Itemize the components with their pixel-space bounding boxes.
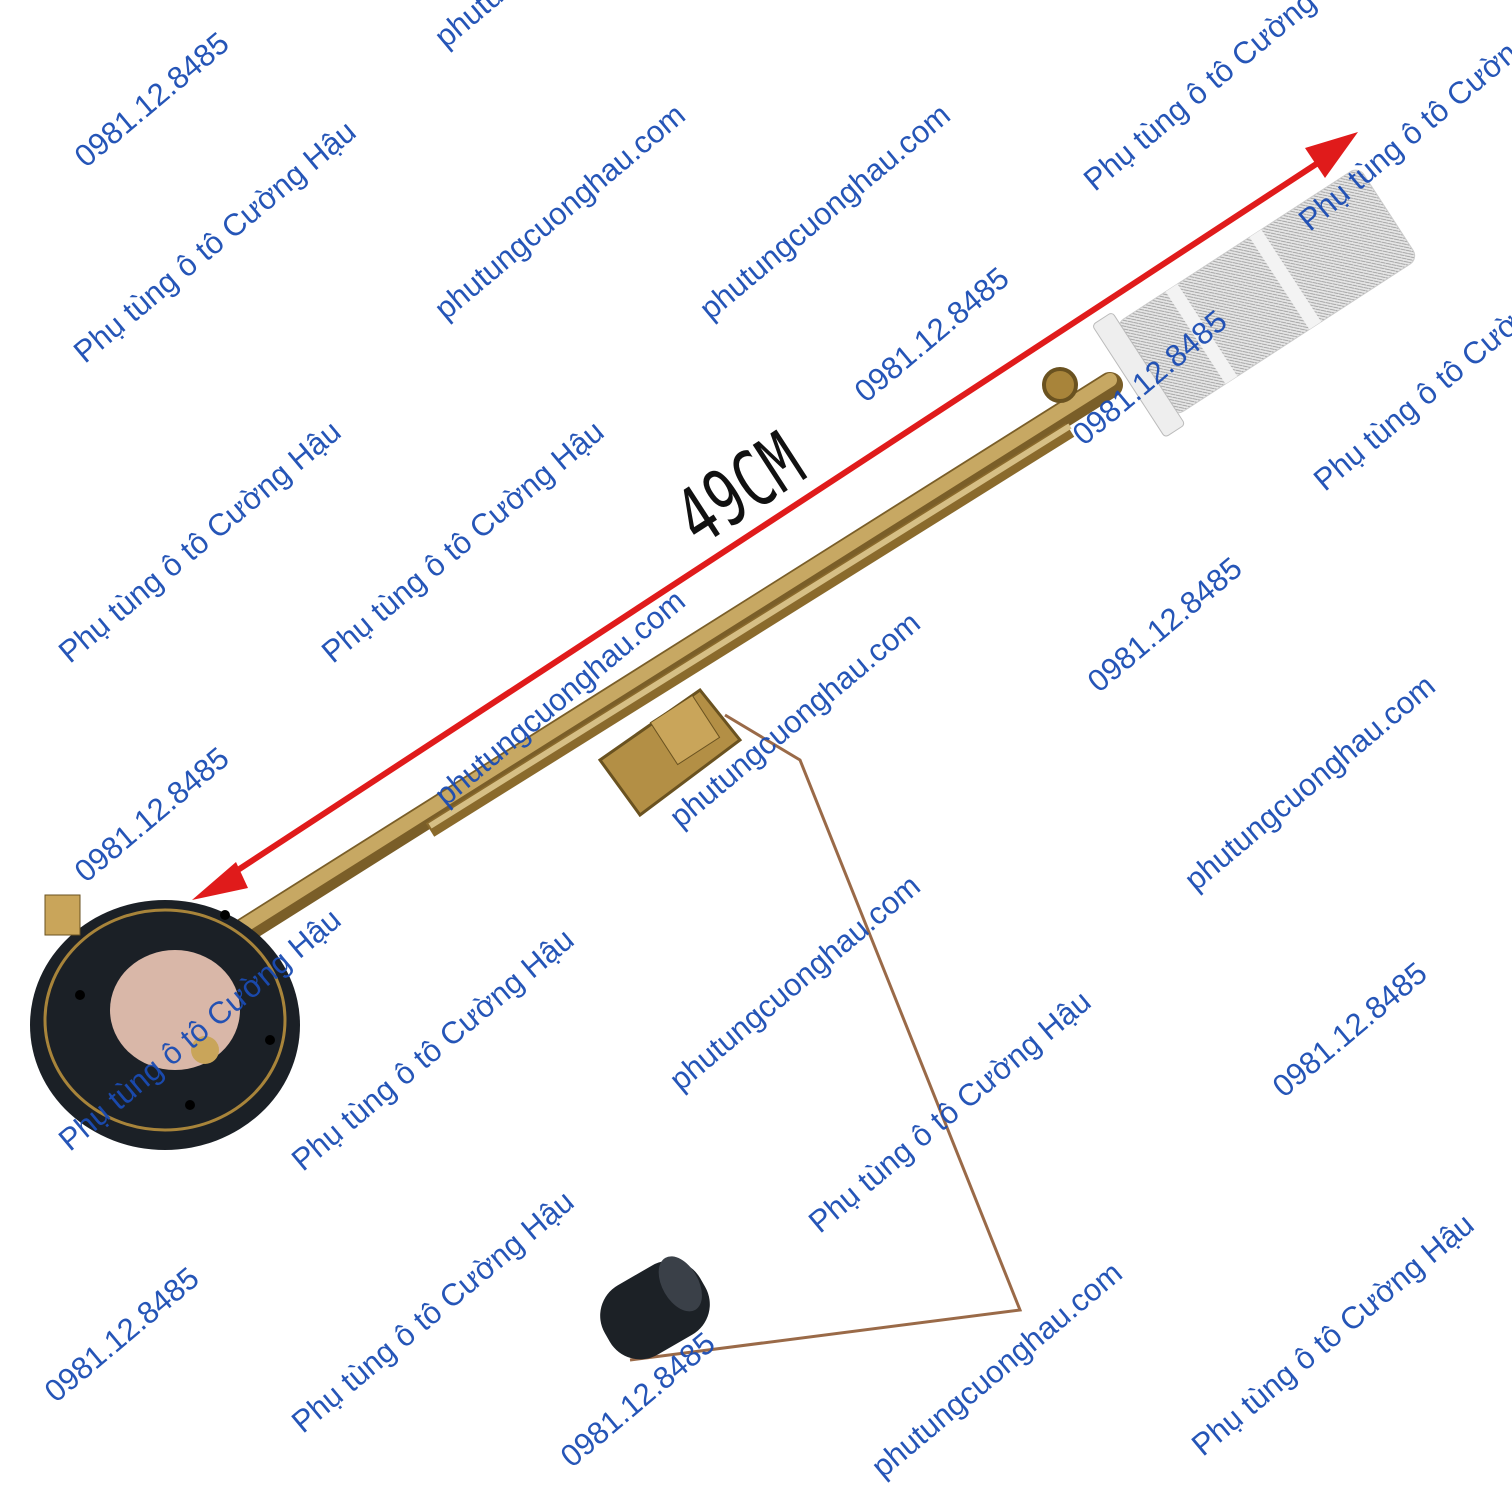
float-arm-wire bbox=[629, 713, 1023, 1362]
outlet-port bbox=[1042, 367, 1078, 403]
sender-rod bbox=[137, 372, 1123, 1003]
mounting-flange bbox=[30, 894, 300, 1150]
float-arm-bracket bbox=[597, 687, 743, 818]
float bbox=[600, 1256, 710, 1360]
filter-strainer bbox=[1093, 169, 1416, 437]
dimension-arrow bbox=[192, 132, 1358, 900]
